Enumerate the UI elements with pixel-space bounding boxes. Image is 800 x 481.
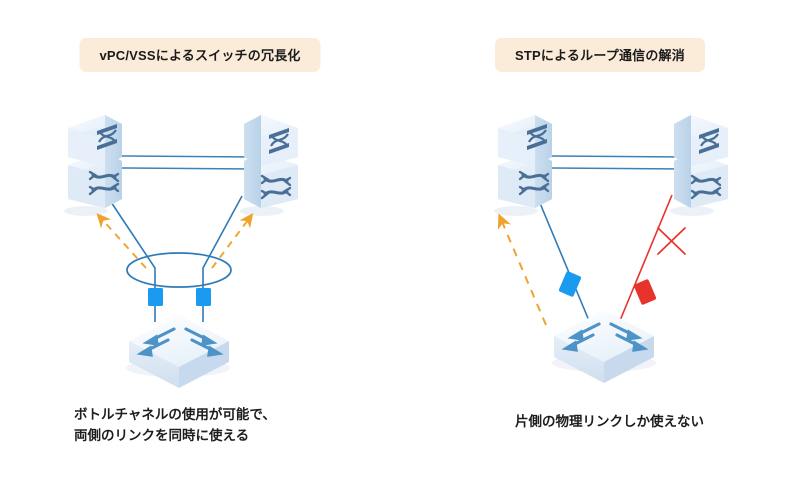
link-flow-arrow-left <box>96 213 147 269</box>
switch-crossed-arrows-glyph <box>88 170 120 196</box>
link-flow-arrow-right <box>211 212 254 269</box>
port-left <box>148 288 163 306</box>
stp-block-x-icon <box>657 227 686 255</box>
device-switch-right <box>674 115 728 208</box>
link-uplink-right <box>618 194 673 324</box>
panel-vpc-vss: vPC/VSSによるスイッチの冗長化 <box>64 38 321 443</box>
switch-ports-glyph <box>97 124 117 150</box>
vpc-vss-topology <box>64 115 298 388</box>
port-channel-bundle <box>126 252 232 288</box>
panel-title-stp: STPによるループ通信の解消 <box>495 38 705 72</box>
link-uplink-left <box>106 195 156 322</box>
device-server <box>129 315 229 388</box>
device-switch-left <box>498 115 552 208</box>
switch-ports-glyph <box>269 128 289 154</box>
stp-topology <box>494 115 728 383</box>
server-flow-arrows <box>561 322 649 352</box>
port-right <box>196 288 211 306</box>
server-flow-arrows <box>136 327 224 357</box>
device-switch-left <box>68 115 122 208</box>
panel-stp: STPによるループ通信の解消 <box>400 0 800 481</box>
link-peer-link <box>551 155 689 170</box>
panel-title-vpc-vss: vPC/VSSによるスイッチの冗長化 <box>79 38 321 72</box>
device-switch-right <box>244 115 298 208</box>
port-right <box>633 279 657 305</box>
link-peer-link <box>121 155 259 170</box>
switch-crossed-arrows-glyph <box>518 170 550 196</box>
link-flow-arrow-left <box>497 213 547 326</box>
link-uplink-left <box>536 195 591 324</box>
switch-crossed-arrows-glyph <box>260 174 292 200</box>
port-left <box>558 271 582 297</box>
switch-crossed-arrows-glyph <box>690 174 722 200</box>
switch-ports-glyph <box>527 124 547 150</box>
device-server <box>554 310 654 383</box>
panel-caption-vpc-vss: ボトルチャネルの使用が可能で、 両側のリンクを同時に使える <box>74 407 276 443</box>
panel-caption-stp: 片側の物理リンクしか使えない <box>515 414 704 429</box>
switch-ports-glyph <box>699 128 719 154</box>
